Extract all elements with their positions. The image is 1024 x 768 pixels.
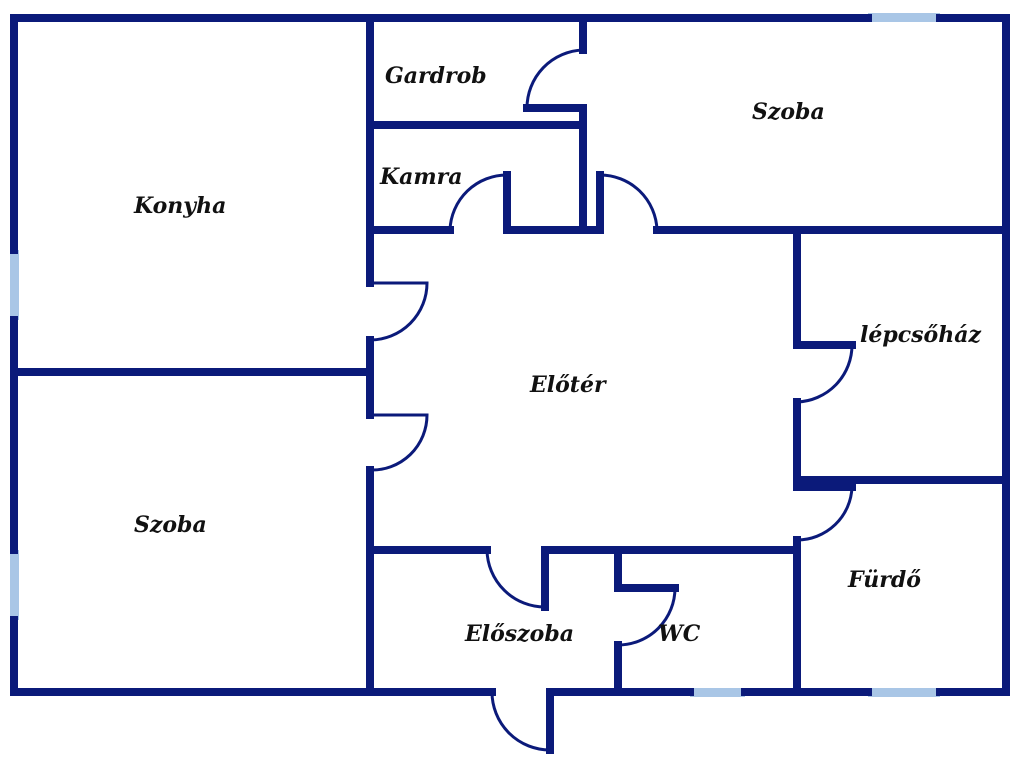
door-szoba-left <box>369 413 429 472</box>
doors <box>369 48 854 752</box>
door-furdo <box>796 486 854 542</box>
window-left-lower <box>10 550 19 620</box>
window-bottom-furdo <box>868 688 940 697</box>
label-szoba-top: Szoba <box>752 99 825 125</box>
door-eloszoba <box>485 549 546 609</box>
window-top-right <box>868 13 940 22</box>
door-kamra <box>448 173 508 231</box>
label-wc: WC <box>658 621 701 647</box>
walls <box>10 14 1010 754</box>
door-konyha <box>369 281 429 342</box>
door-wc <box>617 587 677 647</box>
label-furdo: Fürdő <box>847 567 921 593</box>
label-lepcsohaz: lépcsőház <box>860 322 981 348</box>
room-labels: Gardrob Kamra Szoba Konyha lépcsőház Elő… <box>133 63 981 647</box>
door-entrance <box>490 691 551 752</box>
door-gardrob <box>525 48 584 109</box>
window-bottom-wc <box>690 688 745 697</box>
door-szoba-top <box>599 173 659 231</box>
door-lepcsohaz <box>796 344 854 404</box>
label-gardrob: Gardrob <box>385 63 487 89</box>
label-eloter: Előtér <box>529 372 607 398</box>
windows <box>10 13 940 697</box>
window-left-upper <box>10 250 19 320</box>
label-szoba-left: Szoba <box>134 512 207 538</box>
label-konyha: Konyha <box>133 193 226 219</box>
label-eloszoba: Előszoba <box>464 621 574 647</box>
label-kamra: Kamra <box>379 164 463 190</box>
